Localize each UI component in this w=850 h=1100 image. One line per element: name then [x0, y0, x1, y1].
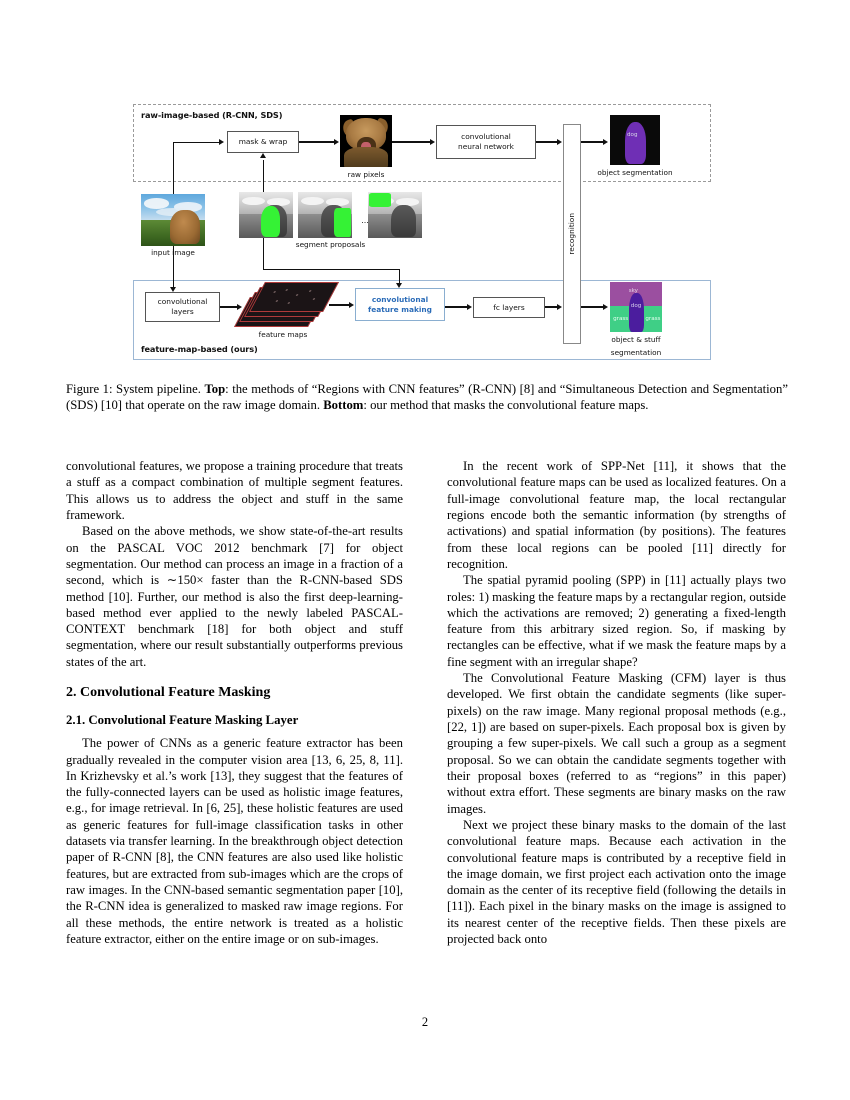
box-cnn-label: convolutional neural network [458, 132, 514, 151]
input-image [141, 194, 205, 246]
connector-input-to-maskwrap [173, 142, 219, 144]
box-convolutional-layers: convolutional layers [145, 292, 220, 322]
connector-convlayers-to-featmaps [220, 306, 237, 308]
connector-rawpixels-to-cnn [392, 141, 430, 143]
arrow-to-objseg [603, 138, 608, 145]
box-convolutional-feature-making: convolutional feature making [355, 288, 445, 321]
box-recognition: recognition [563, 124, 581, 344]
segment-proposals-ellipsis: ... [361, 216, 369, 225]
page-number: 2 [421, 1015, 429, 1029]
raw-pixels-caption: raw pixels [347, 170, 385, 179]
right-paragraph-1: In the recent work of SPP-Net [11], it s… [447, 459, 786, 571]
box-fc-layers-label: fc layers [493, 302, 525, 312]
connector-fc-to-recognition [545, 306, 557, 308]
feature-maps-stack [234, 282, 339, 328]
connector-input-to-top [173, 142, 175, 196]
connector-featmaps-to-cfm [329, 304, 349, 306]
figure-1-system-pipeline: raw-image-based (R-CNN, SDS) feature-map… [133, 104, 713, 364]
feature-map-based-label: feature-map-based (ours) [141, 344, 258, 354]
connector-maskwrap-to-rawpixels [299, 141, 334, 143]
figure-caption: Figure 1: System pipeline. Top: the meth… [66, 382, 789, 413]
figure-caption-bold-bottom: Bottom [323, 398, 364, 413]
box-conv-layers-label: convolutional layers [157, 297, 208, 316]
left-paragraph-2: Based on the above methods, we show stat… [66, 524, 403, 669]
arrow-to-featmaps [237, 303, 242, 310]
stuffseg-dog-label: dog [630, 303, 642, 309]
arrow-to-fc [467, 303, 472, 310]
object-stuff-segmentation-caption-line2: segmentation [610, 348, 662, 357]
segment-proposal-3 [368, 192, 422, 238]
feature-map-based-frame [133, 280, 711, 360]
arrow-to-stuffseg [603, 303, 608, 310]
stuffseg-sky-label: sky [628, 288, 638, 294]
arrow-to-rawpixels [334, 138, 339, 145]
figure-caption-label: Figure 1: [66, 382, 113, 396]
arrow-to-cnn [430, 138, 435, 145]
right-text-column: In the recent work of SPP-Net [11], it s… [447, 458, 786, 947]
connector-cfm-to-fc [445, 306, 467, 308]
box-mask-and-wrap-label: mask & wrap [238, 137, 288, 146]
object-and-stuff-segmentation-image: sky dog grass grass [610, 282, 662, 332]
arrow-to-cfm [349, 301, 354, 308]
arrow-to-convlayers [170, 287, 176, 292]
object-segmentation-caption: object segmentation [597, 168, 673, 177]
box-mask-and-wrap: mask & wrap [227, 131, 299, 153]
box-recognition-label: recognition [567, 213, 576, 255]
feature-maps-caption: feature maps [258, 330, 308, 339]
segment-proposal-1 [239, 192, 293, 238]
figure-caption-bold-top: Top [204, 382, 226, 396]
right-paragraph-4: Next we project these binary masks to th… [447, 817, 786, 947]
box-convolutional-neural-network: convolutional neural network [436, 125, 536, 159]
connector-cnn-to-recognition [536, 141, 557, 143]
left-paragraph-3: The power of CNNs as a generic feature e… [66, 736, 403, 946]
right-paragraph-2: The spatial pyramid pooling (SPP) in [11… [447, 573, 786, 669]
object-stuff-segmentation-caption-line1: object & stuff [611, 335, 661, 344]
subsection-heading-2-1: 2.1. Convolutional Feature Masking Layer [66, 712, 299, 727]
stuffseg-grass-left-label: grass [613, 316, 629, 322]
input-image-caption: input image [151, 248, 195, 257]
object-segmentation-image: dog [610, 115, 660, 165]
arrow-to-recognition-top [557, 138, 562, 145]
raw-pixels-image [340, 115, 392, 167]
arrow-up-maskwrap [260, 153, 266, 158]
segment-proposals-caption: segment proposals [295, 240, 366, 249]
connector-segments-across [263, 269, 400, 271]
stuffseg-grass-right-label: grass [645, 316, 661, 322]
connector-segments-to-maskwrap [263, 160, 265, 196]
box-cfm-label: convolutional feature making [368, 294, 432, 314]
box-fc-layers: fc layers [473, 297, 545, 318]
connector-recognition-to-objseg [581, 141, 603, 143]
left-paragraph-1: convolutional features, we propose a tra… [66, 459, 403, 522]
raw-image-based-label: raw-image-based (R-CNN, SDS) [141, 110, 283, 120]
left-text-column: convolutional features, we propose a tra… [66, 458, 403, 947]
connector-input-to-convlayers [173, 246, 175, 287]
right-paragraph-3: The Convolutional Feature Masking (CFM) … [447, 671, 786, 816]
section-heading-2: 2. Convolutional Feature Masking [66, 685, 271, 701]
connector-segments-down [263, 238, 265, 270]
objseg-dog-label: dog [627, 132, 638, 138]
raw-image-based-frame [133, 104, 711, 182]
arrow-to-cfm-top [396, 283, 402, 288]
connector-recognition-to-stuffseg [581, 306, 603, 308]
segment-proposal-2 [298, 192, 352, 238]
connector-segments-to-cfm [399, 269, 401, 283]
arrow-to-maskwrap [219, 139, 224, 146]
arrow-to-recognition-bottom [557, 303, 562, 310]
